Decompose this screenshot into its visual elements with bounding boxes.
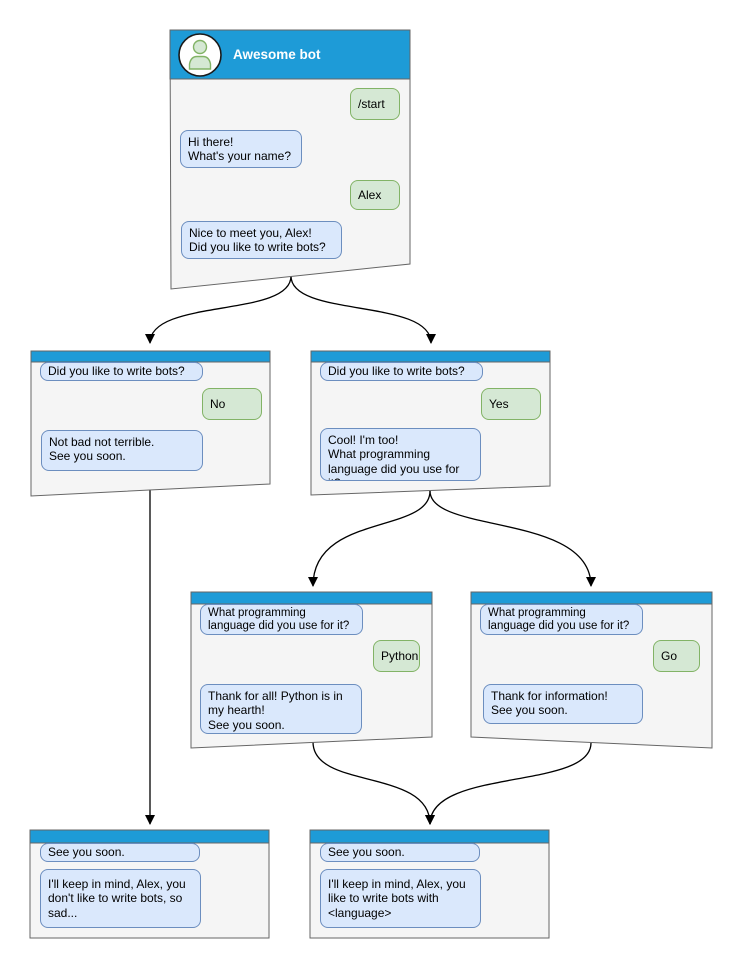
user-message-bubble: Go (653, 640, 700, 672)
connector-main-to-yes (290, 275, 436, 344)
chat-window-go-branch: What programming language did you use fo… (471, 592, 712, 748)
bot-message-bubble: What programming language did you use fo… (480, 604, 643, 635)
bot-message-bubble: Nice to meet you, Alex! Did you like to … (181, 221, 342, 259)
bot-message-bubble: Did you like to write bots? (40, 362, 203, 381)
user-message-bubble: /start (350, 88, 400, 120)
chat-window-end-lang: See you soon. I'll keep in mind, Alex, y… (310, 830, 549, 938)
connector-main-to-no (145, 275, 292, 344)
bot-message-bubble: I'll keep in mind, Alex, you don't like … (40, 869, 201, 928)
chat-window-main: Awesome bot /start Hi there! What's your… (170, 30, 410, 289)
connector-yes-to-go (429, 490, 596, 587)
bot-message-bubble: Thank for information! See you soon. (483, 684, 643, 724)
user-message-bubble: Python (373, 640, 420, 672)
bot-message-bubble: What programming language did you use fo… (200, 604, 363, 635)
bot-title: Awesome bot (233, 47, 321, 62)
chat-window-no-branch: Did you like to write bots? No Not bad n… (31, 351, 270, 496)
bot-message-bubble: I'll keep in mind, Alex, you like to wri… (320, 869, 481, 928)
connector-go-to-end (425, 742, 592, 825)
bot-message-bubble: See you soon. (320, 843, 480, 862)
chat-window-end-no: See you soon. I'll keep in mind, Alex, y… (30, 830, 269, 938)
bot-message-bubble: Not bad not terrible. See you soon. (41, 430, 203, 471)
user-message-bubble: Alex (350, 180, 400, 210)
connector-python-to-end (312, 741, 435, 825)
connector-yes-to-python (308, 490, 431, 587)
user-message-bubble: Yes (481, 388, 541, 420)
bot-avatar (178, 33, 222, 77)
bot-message-bubble: Hi there! What's your name? (180, 130, 302, 168)
chat-window-yes-branch: Did you like to write bots? Yes Cool! I'… (311, 351, 550, 495)
bot-message-bubble: Did you like to write bots? (320, 362, 483, 381)
bot-message-bubble: Thank for all! Python is in my hearth! S… (200, 684, 362, 734)
person-head-icon (192, 39, 208, 55)
person-body-icon (188, 55, 212, 70)
bot-message-bubble: See you soon. (40, 843, 200, 862)
chat-window-python-branch: What programming language did you use fo… (191, 592, 432, 748)
bot-message-bubble: Cool! I'm too! What programming language… (320, 428, 481, 481)
user-message-bubble: No (202, 388, 262, 420)
